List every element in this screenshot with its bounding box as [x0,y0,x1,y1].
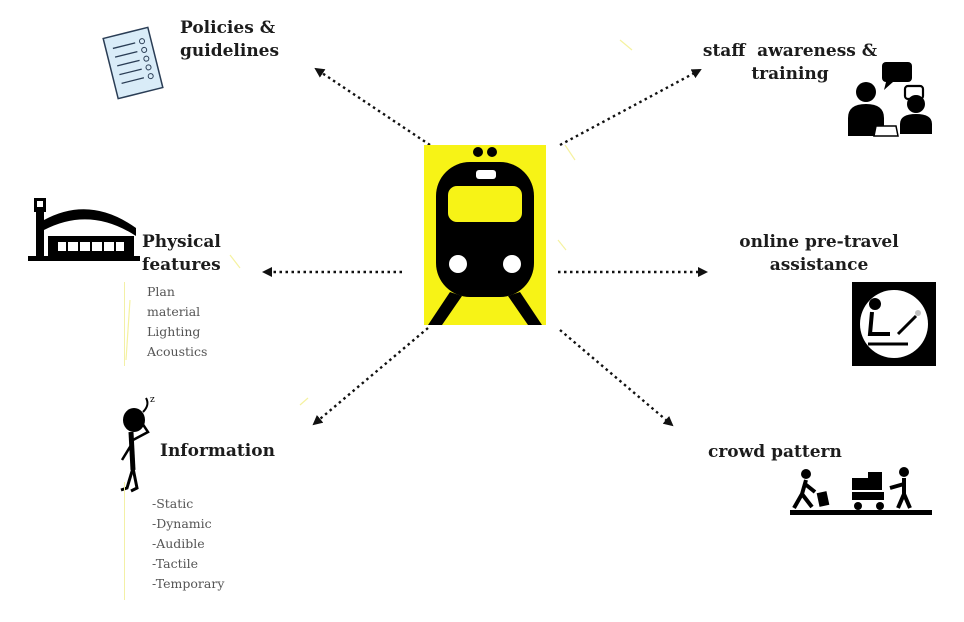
list-item: -Audible [152,536,205,551]
list-item: -Dynamic [152,516,212,531]
crowd-line-1: crowd pattern [708,442,842,462]
list-item: -Static [152,496,194,511]
physical-line-1: Physical [142,232,221,252]
people-meeting-icon [848,62,932,137]
information-types-list: -Static -Dynamic -Audible -Tactile -Temp… [152,494,224,594]
online-line-1: online pre-travel [739,232,899,252]
list-item: Plan [147,284,175,299]
passengers-luggage-icon [790,467,932,515]
list-item: Lighting [147,324,201,339]
policies-line-1: Policies & [180,18,276,38]
list-item: material [147,304,201,319]
arrow-to-crowd [559,329,674,427]
node-physical-label: Physical features [142,231,221,277]
node-online-label: online pre-travel assistance [724,231,914,277]
svg-text:z: z [150,395,155,405]
station-building-icon [28,198,140,261]
physical-features-list: Plan material Lighting Acoustics [147,282,207,362]
list-item: Acoustics [147,344,208,359]
person-at-laptop-icon [852,282,936,366]
information-list-bracket [124,482,125,600]
arrow-to-policies [314,67,431,146]
physical-list-bracket [124,282,125,366]
node-policies-label: Policies & guidelines [180,17,279,63]
train-front-icon [424,145,546,325]
thinking-person-icon: z [120,395,155,493]
list-item: -Temporary [152,576,225,591]
faint-highlight-strokes [125,39,633,406]
node-crowd-label: crowd pattern [708,441,842,464]
policies-line-2: guidelines [180,41,280,61]
staff-line-2: training [751,64,829,84]
node-staff-label: staff awareness & training [700,40,880,86]
information-line-1: Information [160,441,275,461]
node-information-label: Information [160,440,275,463]
arrow-to-information [312,327,429,426]
connector-arrows [262,67,708,427]
online-line-2: assistance [769,255,869,275]
staff-line-1: staff awareness & [702,41,878,61]
arrow-to-staff [559,68,702,147]
list-item: -Tactile [152,556,199,571]
checklist-document-icon [102,26,164,100]
physical-line-2: features [142,255,221,275]
